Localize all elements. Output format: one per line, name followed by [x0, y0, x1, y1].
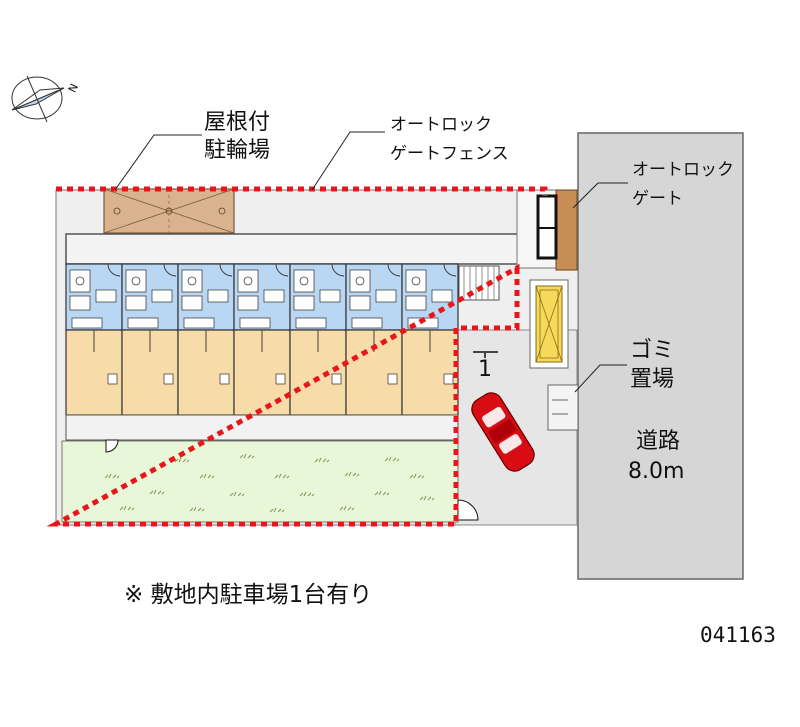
- grass-tuft: [374, 490, 390, 496]
- grass-tuft: [229, 491, 245, 497]
- apartment-unit: [121, 263, 179, 416]
- storage-box: [547, 384, 579, 431]
- compass-icon: N: [11, 75, 81, 123]
- grass-tuft: [149, 489, 165, 495]
- grass-tuft: [274, 473, 290, 479]
- apartment-unit: [289, 263, 347, 416]
- grass-tuft: [419, 495, 435, 501]
- road-label: 道路: [636, 429, 680, 454]
- apartment-unit: [65, 263, 123, 416]
- garbage-label-line2: 置場: [630, 367, 674, 392]
- road: [577, 132, 744, 580]
- compass-letter: N: [66, 82, 81, 95]
- road-width: 8.0m: [628, 459, 684, 484]
- garbage-area: [529, 279, 569, 369]
- grass-tuft: [119, 505, 135, 511]
- gate-label-line1: オートロック: [632, 160, 734, 180]
- grass-tuft: [174, 457, 190, 463]
- door-swing-icon: [457, 499, 479, 521]
- building-corridor: [65, 233, 525, 265]
- grass-tuft: [189, 506, 205, 512]
- grass-tuft: [409, 473, 425, 479]
- grass-tuft: [104, 473, 120, 479]
- apartment-unit: [177, 263, 235, 416]
- grass-tuft: [269, 507, 285, 513]
- grass-tuft: [339, 505, 355, 511]
- leader-lines: [114, 131, 628, 393]
- grass-tuft: [299, 491, 315, 497]
- bike-parking-label-line2: 駐輪場: [204, 138, 270, 163]
- door-swing-icon: [105, 439, 119, 453]
- property-code: 041163: [700, 623, 776, 647]
- stairs: [458, 265, 500, 301]
- grass-tuft: [199, 473, 215, 479]
- bike-parking-label-line1: 屋根付: [204, 110, 270, 135]
- apartment-unit: [401, 263, 459, 416]
- car-icon: [471, 392, 535, 472]
- fence-label-line2: ゲートフェンス: [390, 144, 509, 164]
- parking-note: ※ 敷地内駐車場1台有り: [124, 582, 372, 608]
- gate-label-line2: ゲート: [632, 189, 683, 209]
- apartment-unit: [233, 263, 291, 416]
- balcony-strip: [65, 414, 459, 441]
- grass-tuft: [344, 471, 360, 477]
- site-boundary: [46, 186, 548, 527]
- grass-tuft: [384, 456, 400, 462]
- grass-tuft: [239, 453, 255, 459]
- fence-label-line1: オートロック: [390, 115, 492, 135]
- grass-tuft: [314, 457, 330, 463]
- garbage-label-line1: ゴミ: [630, 338, 674, 363]
- apartment-units: [65, 263, 459, 416]
- lawn: [61, 440, 459, 523]
- autolock-gate-post: [555, 189, 578, 271]
- apartment-unit: [345, 263, 403, 416]
- parking-number: 1: [478, 357, 492, 382]
- bike-parking: [103, 188, 235, 234]
